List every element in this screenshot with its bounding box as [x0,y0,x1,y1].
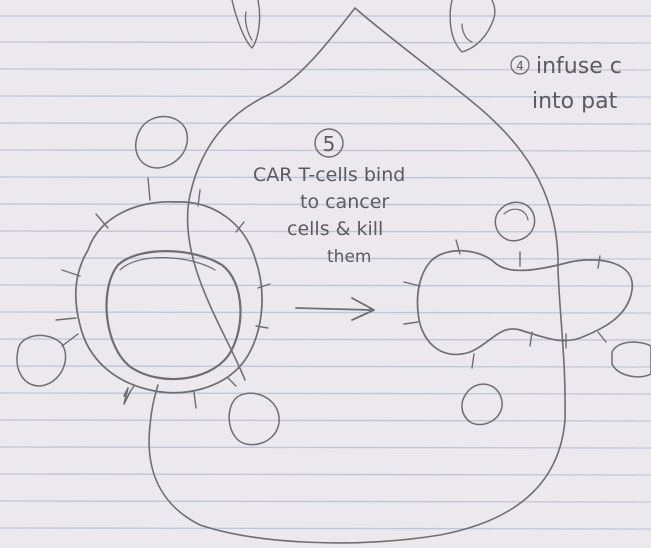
small-cell-bottom [229,393,279,444]
blood-drop-outline [149,8,565,543]
step-4-number: 4 [516,59,524,73]
step-4-note: 4 infuse c into pat [511,54,622,114]
small-cell-top-left [136,117,188,169]
hand-right-icon [450,0,495,52]
step-5-line-3: cells & kill [287,218,383,240]
car-t-cell [56,178,270,408]
step-5-note: 5 CAR T-cells bind to cancer cells & kil… [253,129,405,267]
t-cell-nucleus [107,251,241,379]
step-4-line-1: infuse c [536,54,622,79]
small-cell-lower-right [462,384,502,424]
hand-left-icon [232,0,260,48]
step-5-line-2: to cancer [300,191,389,213]
step-4-line-2: into pat [532,89,618,114]
t-cell-outer-membrane [76,202,262,393]
arrow-right-icon [296,298,374,320]
step-5-number: 5 [323,132,336,156]
small-cell-far-right [612,342,651,377]
pencil-scribble [124,388,130,404]
cancer-cell-outline [418,251,633,355]
small-cell-right-circle [495,202,534,240]
step-5-line-4: them [327,247,371,267]
small-cell-left [17,335,66,386]
step-5-line-1: CAR T-cells bind [253,164,405,186]
